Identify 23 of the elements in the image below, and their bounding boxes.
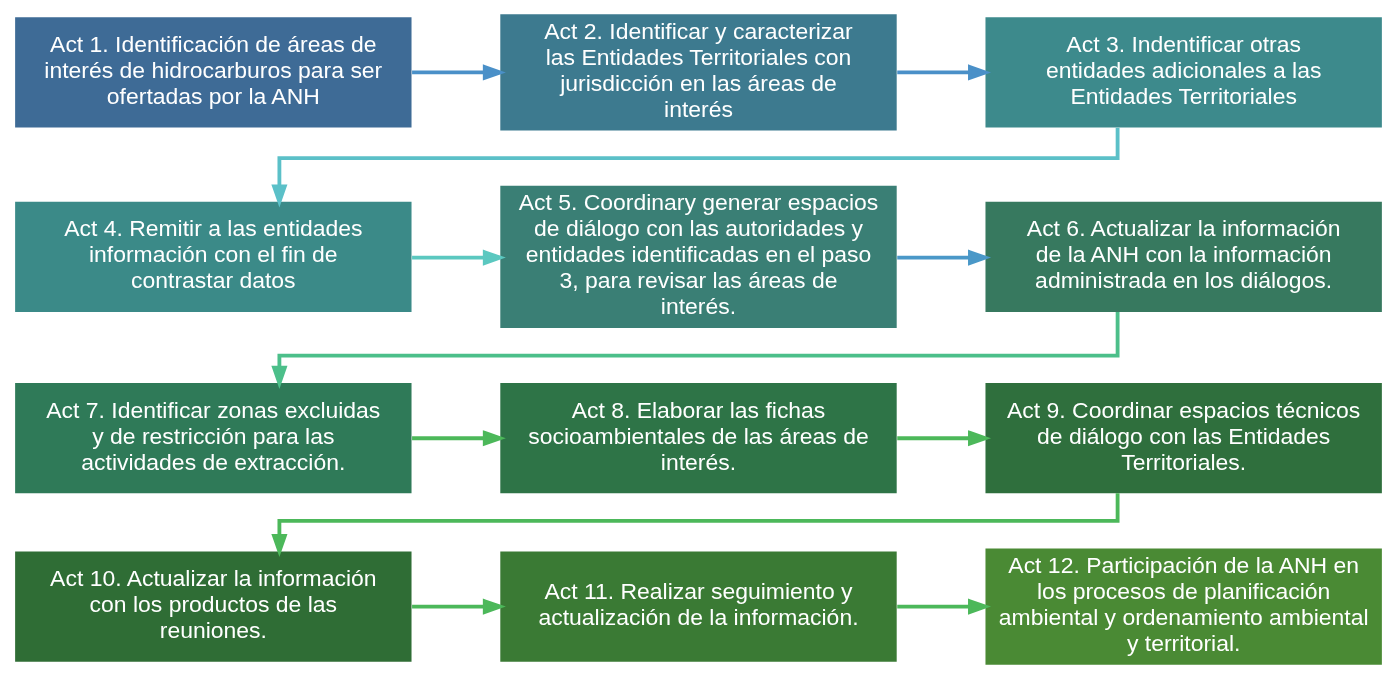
node-box: Act 10. Actualizar la información con los productos de las reuniones.	[14, 551, 412, 662]
arrow	[411, 249, 506, 266]
node-box: Act 4. Remitir a las entidades información con el fin de contrastar datos	[14, 201, 412, 312]
node-box: Act 3. Indentificar otras entidades adicionales a las Entidades Territoriales	[984, 17, 1382, 128]
node-box: Act 1. Identificación de áreas de interés de hidrocarburos para ser ofertadas por la ANH	[14, 17, 412, 128]
arrow	[270, 493, 1119, 558]
arrow	[896, 430, 991, 447]
arrow	[896, 249, 991, 266]
node-box: Act 7. Identificar zonas excluidas y de restricción para las actividades de extracción.	[14, 383, 412, 494]
arrow	[896, 64, 991, 81]
arrow	[411, 64, 506, 81]
node-box: Act 8. Elaborar las fichas socioambientales de las áreas de interés.	[499, 383, 897, 494]
node-box: Act 12. Participación de la ANH en los procesos de planificación ambiental y ordenamiento ambiental y territorial.	[984, 548, 1382, 665]
node-box: Act 5. Coordinary generar espacios de diálogo con las autoridades y entidades identificadas en el paso 3, para revisar las áreas de interés.	[499, 185, 897, 328]
arrow	[411, 598, 506, 615]
arrow	[270, 312, 1119, 389]
arrow	[896, 598, 991, 615]
node-box: Act 11. Realizar seguimiento y actualización de la información.	[499, 551, 897, 662]
arrow	[270, 127, 1119, 208]
node-box: Act 9. Coordinar espacios técnicos de diálogo con las Entidades Territoriales.	[984, 383, 1382, 494]
arrow	[411, 430, 506, 447]
node-box: Act 6. Actualizar la información de la ANH con la información administrada en los diálogos.	[984, 201, 1382, 312]
node-box: Act 2. Identificar y caracterizar las Entidades Territoriales con jurisdicción en las áreas de interés	[499, 14, 897, 131]
